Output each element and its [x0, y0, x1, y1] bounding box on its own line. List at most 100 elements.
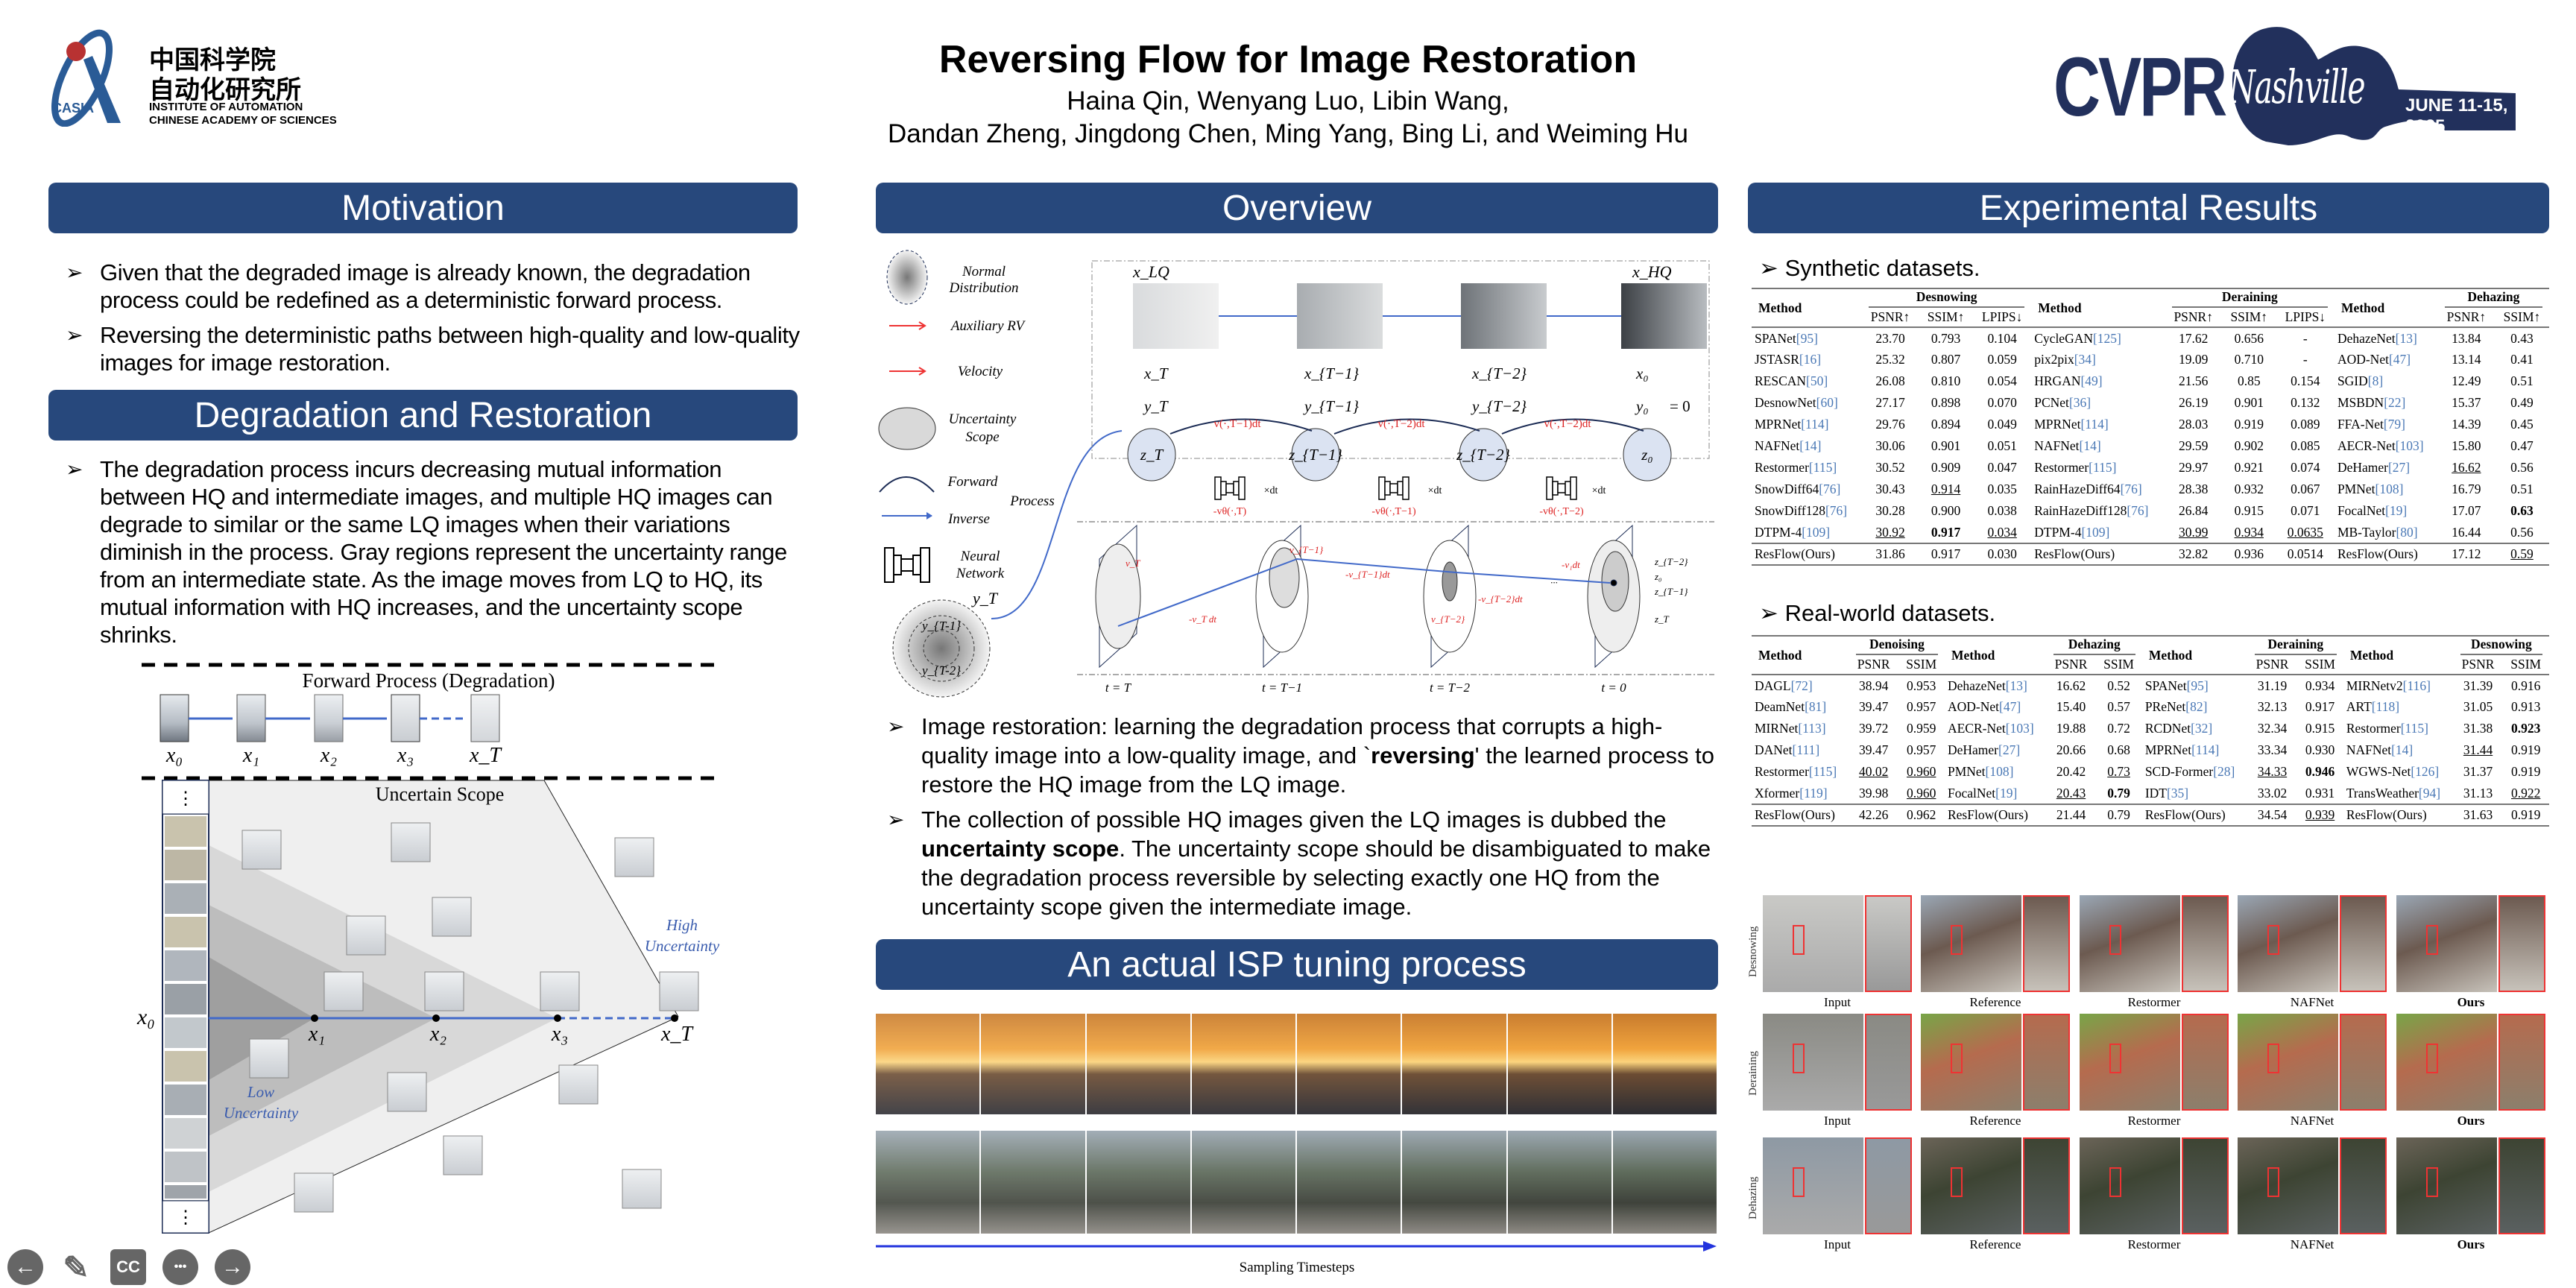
citation-link[interactable]: [119]: [1799, 785, 1828, 801]
citation-link[interactable]: [80]: [2396, 524, 2418, 540]
method-cell: DeamNet[81]: [1752, 696, 1849, 718]
citation-link[interactable]: [13]: [2005, 678, 2027, 693]
citation-link[interactable]: [126]: [2411, 764, 2440, 779]
citation-link[interactable]: [32]: [2191, 721, 2213, 736]
low-uncertainty-label-1: Low: [247, 1083, 274, 1101]
citation-link[interactable]: [36]: [2068, 395, 2092, 410]
method-name: MPRNet: [2144, 742, 2192, 757]
metric-value: 28.03: [2179, 417, 2209, 432]
citation-link[interactable]: [27]: [1998, 742, 2021, 757]
citation-link[interactable]: [16]: [1799, 352, 1822, 367]
metric-value: 0.793: [1931, 330, 1961, 346]
scattered-hq-images: [242, 822, 699, 1213]
logo-cn-line1: 中国科学院: [149, 46, 276, 75]
citation-link[interactable]: [114]: [2080, 417, 2109, 432]
citation-link[interactable]: [103]: [2395, 438, 2424, 453]
citation-link[interactable]: [49]: [2080, 373, 2103, 388]
citation-link[interactable]: [19]: [1995, 785, 2018, 801]
metric-value: 0.914: [1931, 482, 1961, 496]
citation-link[interactable]: [103]: [2005, 721, 2034, 736]
metric-value: 0.054: [1987, 373, 2017, 388]
citation-link[interactable]: [116]: [2402, 678, 2431, 693]
citation-link[interactable]: [109]: [1802, 524, 1831, 540]
citation-link[interactable]: [27]: [2387, 460, 2411, 475]
citation-link[interactable]: [60]: [1816, 395, 1838, 410]
citation-link[interactable]: [111]: [1792, 742, 1820, 757]
citation-link[interactable]: [76]: [1825, 503, 1848, 518]
citation-link[interactable]: [115]: [1808, 460, 1837, 475]
metric-value: 39.47: [1858, 742, 1889, 757]
metric-value: 0.901: [1931, 438, 1961, 453]
captions-button[interactable]: CC: [110, 1249, 146, 1285]
citation-link[interactable]: [13]: [2395, 330, 2417, 346]
citation-link[interactable]: [109]: [2081, 524, 2110, 540]
method-name: AECR-Net: [2337, 438, 2396, 453]
citation-link[interactable]: [34]: [2074, 352, 2096, 367]
metric-value: 0.902: [2234, 438, 2264, 453]
citation-link[interactable]: [47]: [2388, 352, 2411, 367]
xdt-1: ×dt: [1428, 485, 1442, 496]
citation-link[interactable]: [35]: [2166, 785, 2189, 801]
citation-link[interactable]: [95]: [1796, 330, 1818, 346]
citation-link[interactable]: [14]: [1799, 438, 1822, 453]
metric-value: 0.807: [1931, 352, 1961, 367]
citation-link[interactable]: [115]: [2400, 721, 2428, 736]
z-0: z₀: [1641, 446, 1652, 464]
pencil-button[interactable]: ✎: [58, 1249, 94, 1285]
metric-value: 0.59: [2494, 543, 2549, 565]
pencil-icon: ✎: [63, 1249, 89, 1285]
previous-slide-button[interactable]: ←: [7, 1249, 43, 1285]
isp-frame: [981, 1131, 1087, 1234]
citation-link[interactable]: [76]: [2127, 503, 2149, 518]
method-name: ResFlow(Ours): [1755, 546, 1835, 561]
method-name: ResFlow(Ours): [2346, 807, 2427, 822]
citation-link[interactable]: [108]: [1985, 764, 2014, 779]
metric-header: SSIM↑: [2494, 308, 2549, 328]
column-label: Restormer: [2127, 1237, 2181, 1251]
citation-link[interactable]: [76]: [2120, 482, 2142, 496]
citation-link[interactable]: [108]: [2375, 482, 2404, 496]
metric-value: 0.921: [2234, 460, 2264, 475]
citation-link[interactable]: [95]: [2186, 678, 2209, 693]
citation-link[interactable]: [125]: [2092, 330, 2121, 346]
method-cell: ResFlow(Ours): [2343, 804, 2454, 826]
citation-link[interactable]: [79]: [2383, 417, 2405, 432]
citation-link[interactable]: [22]: [2384, 395, 2406, 410]
metric-value: 14.39: [2452, 417, 2481, 432]
next-slide-button[interactable]: →: [215, 1249, 250, 1285]
citation-link[interactable]: [82]: [2185, 699, 2208, 714]
synthetic-title: ➢ Synthetic datasets.: [1759, 255, 1980, 282]
citation-link[interactable]: [115]: [2089, 460, 2117, 475]
citation-link[interactable]: [114]: [1801, 417, 1829, 432]
citation-link[interactable]: [28]: [2213, 764, 2235, 779]
cvpr-logo: CVPR Nashville JUNE 11-15, 2025: [2053, 15, 2531, 149]
metric-value: 0.898: [1931, 395, 1961, 410]
citation-link[interactable]: [72]: [1790, 678, 1813, 693]
metric-value: 0.104: [1987, 330, 2017, 346]
citation-link[interactable]: [19]: [2385, 503, 2408, 518]
method-cell: IDT[35]: [2142, 783, 2248, 804]
citation-link[interactable]: [76]: [1819, 482, 1841, 496]
scene-image: [2396, 895, 2497, 992]
citation-link[interactable]: [47]: [1999, 699, 2021, 714]
citation-link[interactable]: [50]: [1806, 373, 1828, 388]
metric-value: 0.067: [2291, 482, 2320, 496]
method-cell: DeHamer[27]: [1945, 739, 2047, 761]
zoom-crop: [2498, 895, 2545, 992]
method-cell: MPRNet[114]: [2142, 739, 2248, 761]
citation-link[interactable]: [114]: [2191, 742, 2220, 757]
citation-link[interactable]: [113]: [1798, 721, 1826, 736]
citation-link[interactable]: [8]: [2367, 373, 2384, 388]
citation-link[interactable]: [14]: [2391, 742, 2414, 757]
metric-value: 0.089: [2291, 417, 2320, 432]
authors-line-2: Dandan Zheng, Jingdong Chen, Ming Yang, …: [887, 119, 1689, 148]
more-options-button[interactable]: •••: [162, 1249, 198, 1285]
citation-link[interactable]: [94]: [2418, 785, 2441, 801]
citation-link[interactable]: [118]: [2371, 699, 2400, 714]
citation-link[interactable]: [115]: [1808, 764, 1837, 779]
bullet-bold: reversing: [1371, 742, 1475, 768]
citation-link[interactable]: [14]: [2079, 438, 2101, 453]
metric-value: 0.085: [2291, 438, 2320, 453]
citation-link[interactable]: [81]: [1805, 699, 1827, 714]
